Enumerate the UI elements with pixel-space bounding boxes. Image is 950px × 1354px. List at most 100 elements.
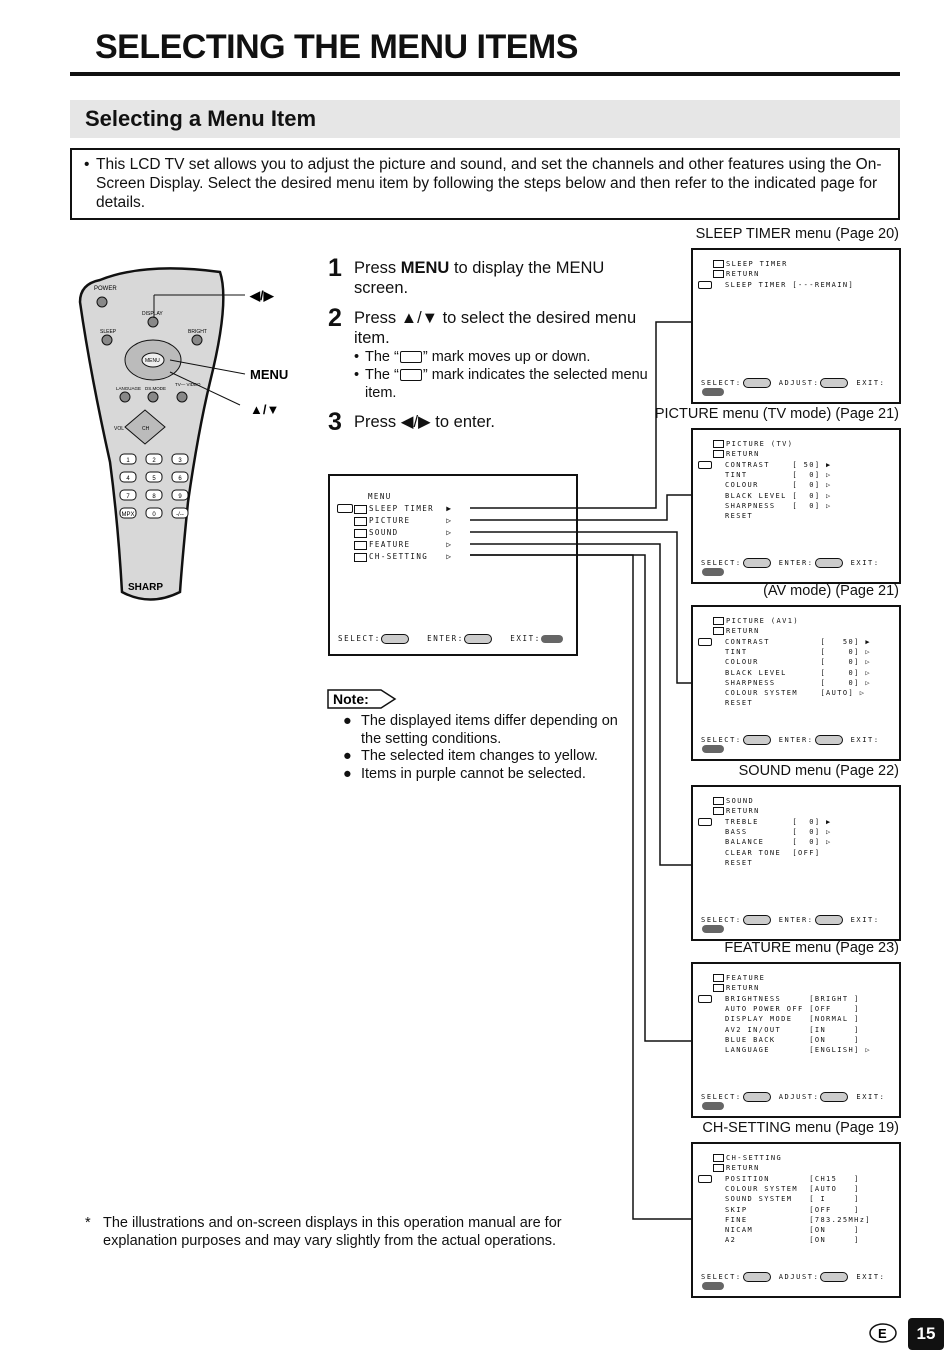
menu-button xyxy=(141,352,165,368)
main-menu-item: CH-SETTING ▷ xyxy=(354,552,451,562)
menu-item-icon xyxy=(713,450,724,459)
remote-language-label: LANGUAGE xyxy=(116,386,141,391)
callout-left-right: ◀/▶ xyxy=(249,288,275,303)
remote-ch-label: CH xyxy=(142,426,150,432)
keypad-key xyxy=(171,471,189,483)
keypad-key-label: 4 xyxy=(126,476,130,482)
keypad-key xyxy=(145,489,163,501)
submenu-row: RESET xyxy=(725,699,754,708)
control-pill-icon xyxy=(814,915,843,925)
submenu-row: COLOUR SYSTEM [AUTO ] xyxy=(725,1184,860,1193)
main-menu-item: FEATURE ▷ xyxy=(354,540,451,550)
submenu-row: BASS [ 0] ▷ xyxy=(725,827,832,836)
arrow-icon: ▷ xyxy=(440,552,453,561)
keypad-key xyxy=(119,489,137,501)
keypad-key xyxy=(119,507,137,519)
control-pill-icon xyxy=(820,378,849,388)
submenu-row: SKIP [OFF ] xyxy=(725,1205,860,1214)
submenu-row: RESET xyxy=(725,858,754,867)
menu-pill-icon xyxy=(702,568,724,576)
arrow-icon: ▶ xyxy=(440,504,453,513)
submenu-row: BLUE BACK [ON ] xyxy=(725,1035,860,1044)
submenu-row: CH-SETTING xyxy=(713,1154,782,1162)
submenu-row: CONTRAST [ 50] ▶ xyxy=(725,637,871,646)
menu-item-icon xyxy=(713,974,724,982)
intro-paragraph: This LCD TV set allows you to adjust the… xyxy=(96,156,882,211)
page-title: SELECTING THE MENU ITEMS xyxy=(95,28,578,66)
remote-tvvideo-label: TV— VIDEO xyxy=(175,382,201,387)
submenu-row: SHARPNESS [ 0] ▷ xyxy=(725,501,832,510)
submenu-caption: SOUND menu (Page 22) xyxy=(738,763,899,779)
submenu-footer: SELECT:ADJUST:EXIT: xyxy=(701,1092,891,1110)
subpoint: •The “” mark moves up or down. xyxy=(354,349,591,365)
submenu-row: NICAM [ON ] xyxy=(725,1226,860,1235)
hand-pointer-icon xyxy=(698,994,712,1003)
main-menu-item: SLEEP TIMER ▶ xyxy=(354,504,451,514)
hand-pointer-icon xyxy=(337,504,353,513)
bright-button xyxy=(191,334,203,346)
step-text: Press MENU to display the MENU screen. xyxy=(354,259,605,297)
submenu-caption: FEATURE menu (Page 23) xyxy=(724,940,899,956)
menu-pill-icon xyxy=(702,745,724,753)
footnote-text: The illustrations and on-screen displays… xyxy=(103,1215,562,1249)
menu-item-icon xyxy=(713,1164,724,1173)
submenu-caption: CH-SETTING menu (Page 19) xyxy=(702,1120,899,1136)
note-item: ●Items in purple cannot be selected. xyxy=(343,765,586,782)
remote-power-label: POWER xyxy=(94,286,117,292)
submenu-row: FEATURE xyxy=(713,974,765,982)
vol-ch-rocker xyxy=(124,409,166,445)
submenu-row: RETURN xyxy=(713,627,760,636)
menu-pill-icon xyxy=(702,1282,724,1290)
intro-box xyxy=(70,148,900,220)
display-button xyxy=(147,316,159,328)
submenu-row: TINT [ 0] ▷ xyxy=(725,470,832,479)
note-label-badge: Note: xyxy=(327,689,397,709)
submenu-row: RETURN xyxy=(713,984,760,993)
keypad-key-label: 1 xyxy=(126,458,130,464)
step-text: Press ▲/▼ to select the desired menu ite… xyxy=(354,309,637,347)
subpoint: •The “” mark indicates the selected menu… xyxy=(354,367,648,401)
keypad-key-label: 6 xyxy=(178,476,182,482)
submenu-row: RESET xyxy=(725,512,754,521)
submenu-row: RETURN xyxy=(713,270,760,279)
menu-item-icon xyxy=(354,540,367,550)
language-badge: E xyxy=(869,1323,897,1343)
keypad-key xyxy=(145,453,163,465)
menu-item-icon xyxy=(354,528,367,538)
submenu-footer: SELECT:ENTER:EXIT: xyxy=(701,558,891,576)
submenu-footer: SELECT:ADJUST:EXIT: xyxy=(701,1272,891,1290)
callout-menu: MENU xyxy=(250,367,288,382)
submenu-row: BALANCE [ 0] ▷ xyxy=(725,838,832,847)
keypad-key xyxy=(171,489,189,501)
control-pill-icon xyxy=(742,378,771,388)
control-pill-icon xyxy=(742,915,771,925)
control-pill-icon xyxy=(742,1092,771,1102)
submenu-row: RETURN xyxy=(713,450,760,459)
submenu-row: AUTO POWER OFF [OFF ] xyxy=(725,1004,860,1013)
step-number: 1 xyxy=(328,254,342,282)
remote-sleep-label: SLEEP xyxy=(100,329,117,335)
control-pill-icon xyxy=(742,735,771,745)
submenu-caption: (AV mode) (Page 21) xyxy=(763,583,899,599)
submenu-row: CONTRAST [ 50] ▶ xyxy=(725,460,832,469)
tvvideo-button xyxy=(176,391,188,403)
remote-display-label: DISPLAY xyxy=(142,311,163,317)
submenu-caption: PICTURE menu (TV mode) (Page 21) xyxy=(654,406,899,422)
submenu-row: COLOUR [ 0] ▷ xyxy=(725,481,832,490)
step-number: 3 xyxy=(328,408,342,436)
remote-bright-label: BRIGHT xyxy=(188,329,207,335)
submenu-row: COLOUR SYSTEM [AUTO] ▷ xyxy=(725,689,866,698)
main-menu-item: SOUND ▷ xyxy=(354,528,451,538)
keypad-key xyxy=(171,453,189,465)
menu-item-icon xyxy=(713,984,724,993)
submenu-row: SLEEP TIMER xyxy=(713,260,788,268)
keypad-key-label: MPX xyxy=(121,512,134,518)
hand-pointer-icon xyxy=(399,351,422,364)
menu-item-icon xyxy=(713,807,724,816)
language-button xyxy=(119,391,131,403)
page-number: 15 xyxy=(916,1324,936,1343)
menu-pill-icon xyxy=(702,388,724,396)
